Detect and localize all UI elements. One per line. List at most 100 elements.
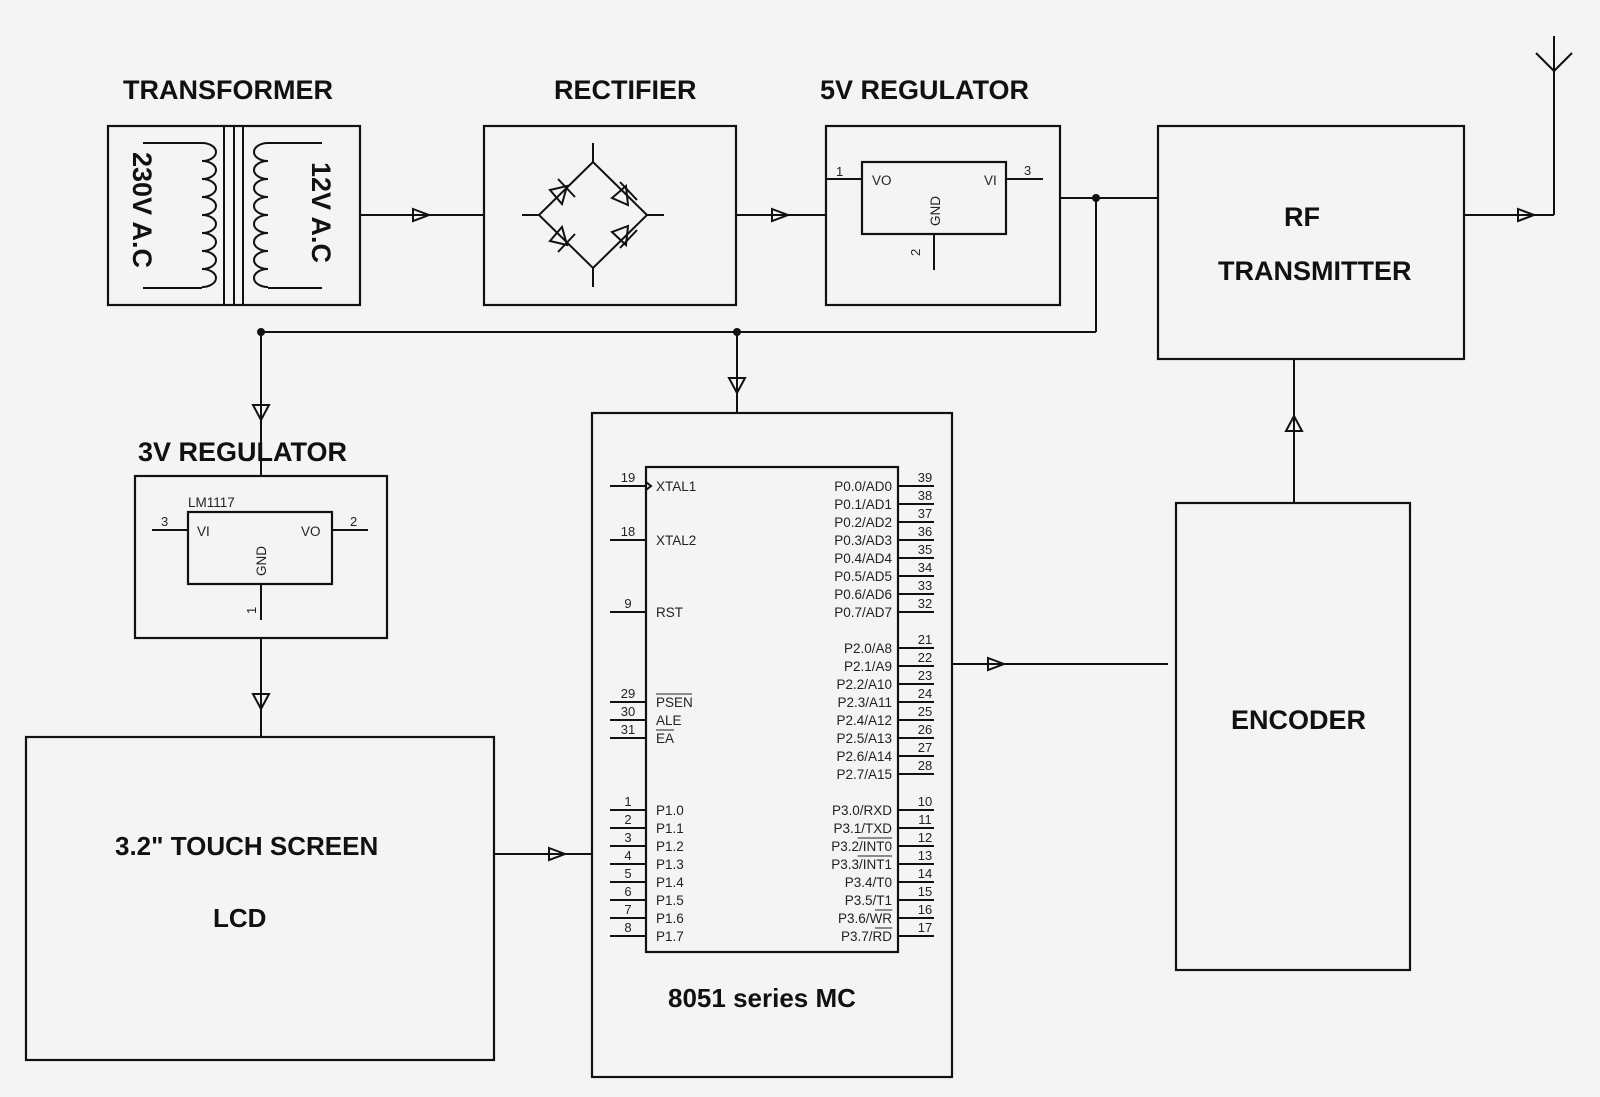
arrow-icon: [251, 693, 271, 712]
mcu-pin: 2P1.1: [610, 812, 684, 836]
pin-label: P2.2/A10: [836, 677, 892, 692]
pin-label: P2.1/A9: [844, 659, 892, 674]
pin-number: 4: [624, 848, 631, 863]
pin-number: 26: [918, 722, 932, 737]
pin-number: 38: [918, 488, 932, 503]
pin-number: 16: [918, 902, 932, 917]
pin-number: 39: [918, 470, 932, 485]
rf-title-line1: RF: [1284, 202, 1320, 232]
pin-number: 19: [621, 470, 635, 485]
pin-number: 23: [918, 668, 932, 683]
pin-number: 28: [918, 758, 932, 773]
pin-label: XTAL1: [656, 479, 696, 494]
arrow-icon: [727, 377, 747, 396]
pin-label: P2.0/A8: [844, 641, 892, 656]
pin-label: P1.6: [656, 911, 684, 926]
arrow-icon: [1517, 207, 1537, 223]
pin-label: P1.2: [656, 839, 684, 854]
pin-number: 35: [918, 542, 932, 557]
pin-label: P1.1: [656, 821, 684, 836]
pin-label: P0.3/AD3: [834, 533, 892, 548]
pin-number: 17: [918, 920, 932, 935]
pin-label: P1.5: [656, 893, 684, 908]
pin-label: P3.1/TXD: [833, 821, 892, 836]
clock-icon: [645, 481, 653, 491]
pin-label: P0.2/AD2: [834, 515, 892, 530]
mcu-pin: 8P1.7: [610, 920, 684, 944]
arrow-icon: [548, 846, 568, 862]
mcu-block: 19XTAL118XTAL29RST29PSEN30ALE31EA1P1.02P…: [590, 411, 954, 1079]
mcu-pin: 7P1.6: [610, 902, 684, 926]
pin-number: 25: [918, 704, 932, 719]
pin-label: P3.2/INT0: [831, 839, 892, 854]
pin-number: 13: [918, 848, 932, 863]
rectifier-title: RECTIFIER: [554, 75, 697, 105]
pin-label: P1.0: [656, 803, 684, 818]
mcu-frame: [590, 411, 954, 1079]
rectifier-block: RECTIFIER: [482, 75, 738, 307]
encoder-title: ENCODER: [1231, 705, 1366, 735]
pin-label: P3.7/RD: [841, 929, 892, 944]
pin-number: 7: [624, 902, 631, 917]
pin-label: P1.4: [656, 875, 684, 890]
pin-number: 36: [918, 524, 932, 539]
arrow-icon: [251, 404, 271, 423]
arrow-icon: [771, 207, 791, 223]
mcu-pin: 5P1.4: [610, 866, 684, 890]
primary-coil-icon: [143, 142, 217, 289]
mcu-pin: 6P1.5: [610, 884, 684, 908]
pin-label: P3.5/T1: [845, 893, 892, 908]
pin-label: P0.5/AD5: [834, 569, 892, 584]
transformer-block: TRANSFORMER 230V A.C 12V A.C: [106, 75, 362, 307]
pin-label: P2.5/A13: [836, 731, 892, 746]
pin-number: 1: [836, 164, 843, 179]
pin-label: P2.6/A14: [836, 749, 892, 764]
pin-label: P0.1/AD1: [834, 497, 892, 512]
pin-label-gnd: GND: [254, 546, 269, 576]
pin-number: 37: [918, 506, 932, 521]
rf-transmitter-frame: [1156, 124, 1466, 361]
pin-number: 5: [624, 866, 631, 881]
mcu-pins-left: 19XTAL118XTAL29RST29PSEN30ALE31EA1P1.02P…: [610, 470, 696, 944]
pin-number: 2: [350, 514, 357, 529]
pin-label: P2.7/A15: [836, 767, 892, 782]
mcu-chip: [644, 465, 900, 954]
mcu-pins-right: 39P0.0/AD038P0.1/AD137P0.2/AD236P0.3/AD3…: [831, 470, 934, 944]
arrow-icon: [1284, 413, 1304, 432]
pin-number: 6: [624, 884, 631, 899]
pin-number: 1: [624, 794, 631, 809]
rectifier-frame: [482, 124, 738, 307]
pin-label-vo: VO: [872, 173, 892, 188]
rf-title-line2: TRANSMITTER: [1218, 256, 1411, 286]
mcu-pin: 3P1.2: [610, 830, 684, 854]
secondary-coil-icon: [253, 142, 322, 289]
pin-label: P2.3/A11: [837, 695, 892, 710]
pin-number: 21: [918, 632, 932, 647]
pin-number: 14: [918, 866, 932, 881]
pin-label-vo: VO: [301, 524, 321, 539]
mcu-pin: 1P1.0: [610, 794, 684, 818]
regulator-3v-block: 3V REGULATOR LM1117 3 2 VI VO GND 1: [133, 437, 389, 640]
pin-label: P0.0/AD0: [834, 479, 892, 494]
pin-label: EA: [656, 731, 674, 746]
pin-number: 9: [624, 596, 631, 611]
pin-number: 34: [918, 560, 932, 575]
pin-label: P1.7: [656, 929, 684, 944]
pin-number: 30: [621, 704, 635, 719]
pin-label: P1.3: [656, 857, 684, 872]
